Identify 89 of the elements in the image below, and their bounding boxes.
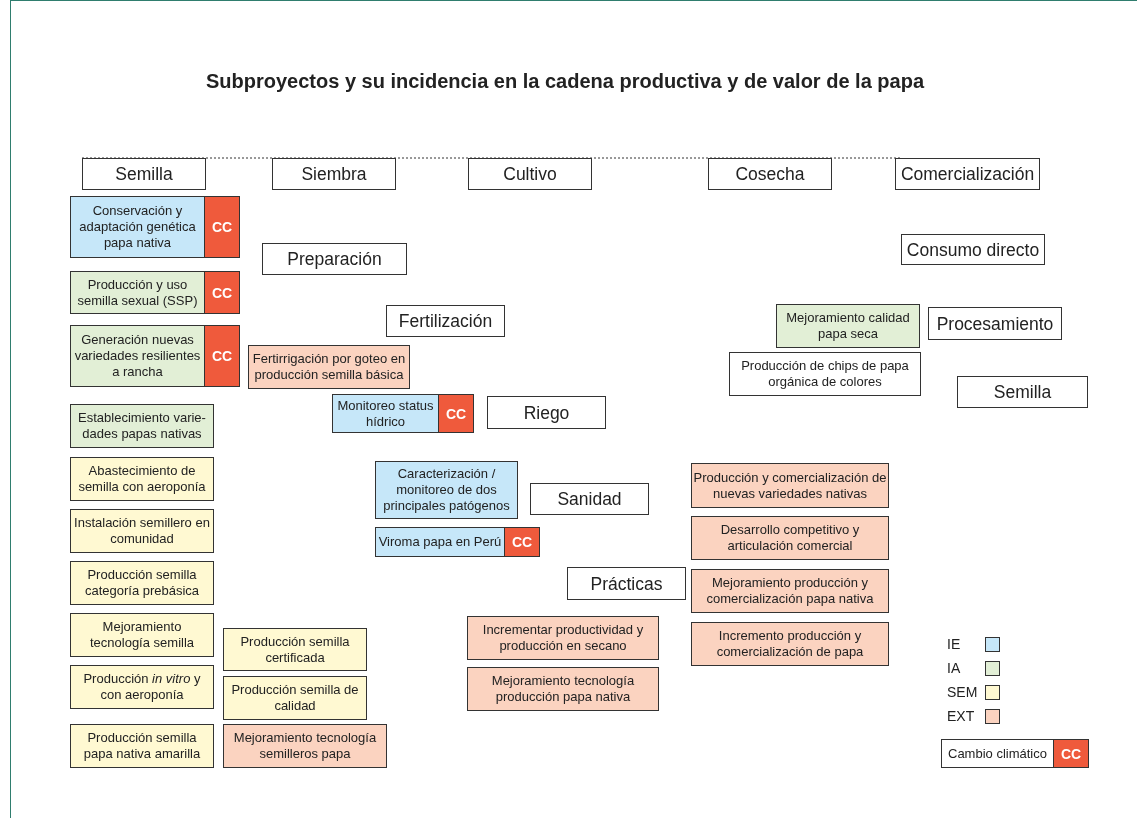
climate-change-badge: CC	[1053, 740, 1088, 767]
project-box	[70, 509, 214, 553]
legend-label: EXT	[947, 708, 975, 724]
project-box	[776, 304, 920, 348]
stage-label: Sanidad	[556, 491, 623, 507]
stage-box	[386, 305, 505, 337]
diagram-title: Subproyectos y su incidencia en la cadena productiva y de valor de la papa	[205, 70, 926, 93]
project-label: Mejoramiento tecnología producción papa nativa	[490, 673, 636, 705]
stage-label: Consumo directo	[905, 241, 1041, 258]
project-box	[375, 461, 518, 519]
project-label: Producción y uso semilla sexual (SSP)	[76, 276, 199, 309]
stage-label: Preparación	[286, 251, 383, 267]
project-label: Abastecimiento de semilla con aeroponía	[77, 463, 207, 495]
project-box	[467, 667, 659, 711]
project-label: Producción semilla de calidad	[230, 682, 360, 714]
stage-label: Semilla	[992, 384, 1053, 400]
climate-change-badge: CC	[204, 272, 239, 313]
project-box	[691, 463, 889, 508]
climate-change-badge: CC	[504, 528, 539, 556]
project-box	[375, 527, 540, 557]
stage-box	[901, 234, 1045, 265]
project-box	[332, 394, 474, 433]
project-box	[691, 516, 889, 560]
project-label: Instalación semillero en comunidad	[73, 515, 211, 547]
project-label: Producción semilla certificada	[239, 633, 351, 666]
project-box	[70, 196, 240, 258]
stage-box	[272, 158, 396, 190]
stage-label: Prácticas	[589, 575, 664, 592]
stage-box	[895, 158, 1040, 190]
project-box	[70, 271, 240, 314]
project-label: Mejoramiento tecnología semilla	[88, 619, 196, 651]
stage-box	[487, 396, 606, 429]
project-label: Viroma papa en Perú	[377, 534, 503, 550]
legend-label: SEM	[947, 684, 978, 700]
project-box	[729, 352, 921, 396]
project-label: Incremento producción y comercialización de papa	[715, 628, 865, 660]
project-label: Caracterización / monitoreo de dos principales patógenos	[382, 466, 511, 514]
stage-box	[82, 158, 206, 190]
project-label: Fertirrigación por goteo en producción semilla básica	[251, 351, 407, 383]
project-label: Producción de chips de papa orgánica de colores	[740, 358, 910, 390]
stage-label: Cosecha	[734, 166, 806, 182]
project-box	[223, 724, 387, 768]
legend-label: IA	[947, 660, 961, 676]
project-box	[691, 569, 889, 613]
stage-label: Comercialización	[899, 166, 1036, 182]
stage-box	[468, 158, 592, 190]
project-label: Producción semilla categoría prebásica	[83, 567, 201, 599]
project-box	[691, 622, 889, 666]
project-label: Generación nuevas variedades resilientes a rancha	[73, 332, 202, 380]
stage-label: Cultivo	[502, 166, 558, 182]
project-label: Desarrollo competitivo y articulación comercial	[719, 522, 861, 554]
project-box	[70, 665, 214, 709]
project-box	[70, 724, 214, 768]
project-box	[70, 613, 214, 657]
climate-change-badge: CC	[438, 395, 473, 432]
climate-change-badge: CC	[204, 197, 239, 257]
stage-box	[928, 307, 1062, 340]
climate-change-badge: CC	[204, 326, 239, 386]
project-label: Mejoramiento calidad papa seca	[785, 310, 911, 342]
project-label: Establecimiento varie- dades papas nativas	[77, 410, 207, 442]
project-box	[248, 345, 410, 389]
project-label: Producción in vitro y con aeroponía	[82, 671, 202, 703]
project-label: Conservación y adaptación genética papa nativa	[78, 203, 197, 251]
stage-label: Siembra	[300, 166, 368, 182]
project-label: Cambio climático	[947, 745, 1048, 762]
stage-box	[530, 483, 649, 515]
project-box	[70, 561, 214, 605]
project-box	[70, 457, 214, 501]
stage-box	[567, 567, 686, 600]
stage-box	[262, 243, 407, 275]
project-box	[223, 676, 367, 720]
project-box	[70, 404, 214, 448]
project-box	[223, 628, 367, 671]
project-box	[467, 616, 659, 660]
project-label: Mejoramiento producción y comercialización papa nativa	[705, 575, 875, 607]
project-label: Producción semilla papa nativa amarilla	[82, 730, 202, 762]
project-label: Monitoreo status hídrico	[336, 397, 435, 430]
stage-label: Semilla	[114, 166, 174, 182]
project-label: Incrementar productividad y producción en secano	[481, 622, 645, 654]
project-box	[70, 325, 240, 387]
stage-label: Procesamiento	[935, 315, 1055, 332]
legend-label: IE	[947, 636, 961, 652]
stage-label: Riego	[522, 404, 571, 421]
project-label: Producción y comercialización de nuevas variedades nativas	[692, 469, 888, 502]
project-label: Mejoramiento tecnología semilleros papa	[232, 730, 378, 762]
stage-box	[708, 158, 832, 190]
stage-box	[957, 376, 1088, 408]
legend-box	[941, 739, 1089, 768]
stage-label: Fertilización	[397, 313, 494, 329]
